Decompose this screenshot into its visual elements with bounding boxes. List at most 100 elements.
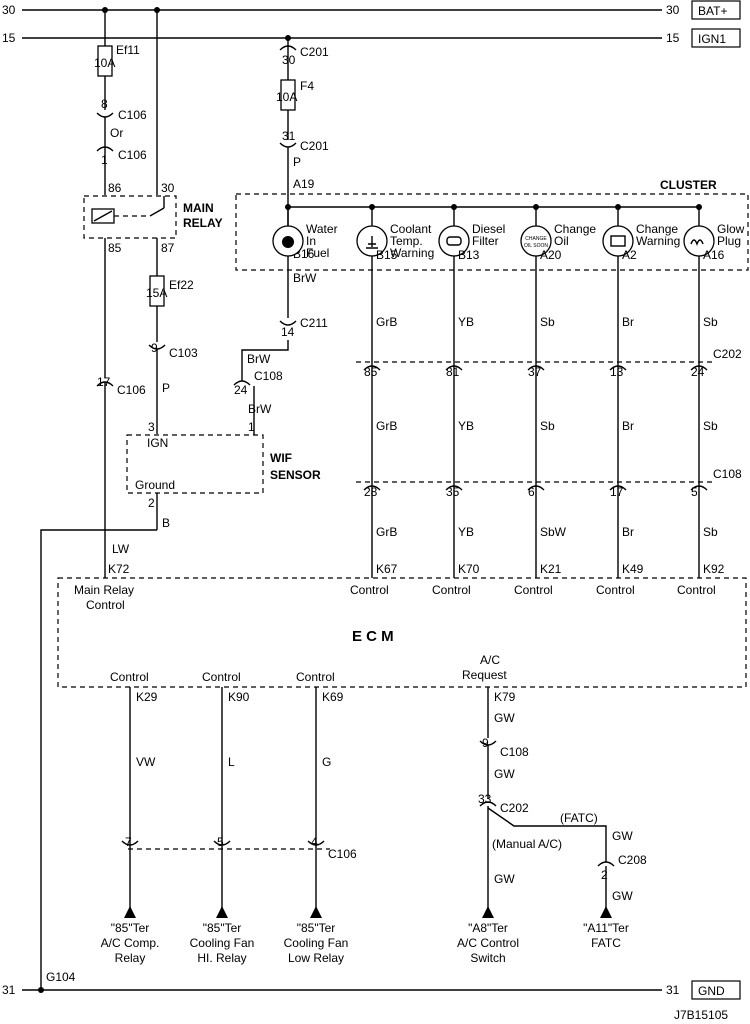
destination-label: "A8"Ter [468,921,508,935]
ign-label-box [691,28,741,48]
cluster-pin-label: A20 [540,248,562,262]
connector-c211 [279,320,297,326]
ecm-pin-label: K69 [322,690,344,704]
svg-text:2: 2 [148,496,155,510]
connector-c106-pin [121,840,139,846]
bat-rail: 30 30 BAT+ [2,0,741,20]
wire-color-label: GrB [376,525,397,539]
destination-label: Cooling Fan [190,936,255,950]
lamp-label: Change [554,222,596,236]
wire-color-label: SbW [540,525,567,539]
main-relay-box [83,195,177,239]
lamp-label: Water [306,222,338,236]
ign-rail-label: IGN1 [698,32,726,46]
wire-color-label: GrB [376,315,397,329]
svg-text:GW: GW [612,829,633,843]
ecm-control-label: Control [350,583,389,597]
lamp-label: Warning [636,234,680,248]
wire-color-label: Sb [703,419,718,433]
svg-text:87: 87 [161,241,175,255]
svg-text:Ef22: Ef22 [169,278,194,292]
svg-text:2: 2 [601,868,608,882]
wire-color-label: YB [458,315,474,329]
terminal-arrow-icon [124,906,136,918]
svg-text:C103: C103 [169,346,198,360]
cluster-pin-label: B15 [376,248,398,262]
water-drop-icon [282,236,294,248]
connector-c202-name: C202 [713,347,742,361]
connector-c106-pin [213,840,231,846]
connector-c202-pin [445,365,463,371]
connector-c202-b [479,801,497,807]
terminal-arrow-icon [310,906,322,918]
ign-rail-right-number: 15 [666,31,680,45]
fuse-ef11-rating: 10A [94,56,115,70]
terminal-arrow-icon [600,906,612,918]
lamp-label: Coolant [390,222,432,236]
lamp-label: Glow [717,222,745,236]
svg-text:C108: C108 [254,369,283,383]
ecm-pin-label: K49 [622,562,644,576]
destination-label: "A11"Ter [583,921,629,935]
gnd-rail-label: GND [698,984,725,998]
connector-c108-pin [690,485,708,491]
destination-label: "85"Ter [297,921,336,935]
terminal-arrow-icon [216,906,228,918]
wire-color-label: YB [458,525,474,539]
glow-plug-icon [690,239,704,246]
cluster-pin-label: B13 [458,248,480,262]
connector-c108-pin [445,485,463,491]
connector-pin-number: 5 [691,485,698,499]
ecm-control-label: Control [514,583,553,597]
svg-text:C208: C208 [618,853,647,867]
ecm: Main Relay Control E C M A/C Request Con… [57,577,747,910]
svg-text:30: 30 [161,181,175,195]
destination-label: A/C Control [457,936,519,950]
svg-text:GW: GW [612,889,633,903]
wire-color-label: Br [622,525,634,539]
ecm-control-label: Control [596,583,635,597]
cluster-title: CLUSTER [660,178,717,192]
change-oil-icon-text: CHANGE [525,236,547,242]
connector-pin-number: 35 [446,485,460,499]
svg-text:BrW: BrW [247,352,271,366]
svg-text:1: 1 [248,420,255,434]
ecm-control-label: Control [202,670,241,684]
lamp-label: Filter [472,234,499,248]
wire-color-label: Sb [703,315,718,329]
svg-text:85: 85 [108,241,122,255]
svg-text:Ground: Ground [135,478,175,492]
destination-label: Low Relay [288,951,344,965]
wire-color-label: L [228,755,235,769]
svg-text:Main Relay: Main Relay [74,583,134,597]
svg-text:C211: C211 [300,316,328,330]
wire-color-label: G [322,755,331,769]
destination-label: "85"Ter [203,921,242,935]
destination-label: A/C Comp. [101,936,160,950]
lamp-label: Plug [717,234,741,248]
bat-rail-right-number: 30 [666,3,680,17]
ac-request-circuit: K79 GW 9 C108 GW 33 C202 (FATC) (Manual … [478,687,647,910]
svg-text:A/C: A/C [480,653,500,667]
svg-text:9: 9 [482,736,489,750]
connector-pin-number: 37 [528,365,542,379]
wif-sensor-title: WIF [270,451,292,465]
wif-sensor: IGN Ground WIF SENSOR 2 B 1 BrW 24 C108 … [40,340,321,990]
coolant-temp-icon [366,236,378,249]
svg-text:24: 24 [234,383,248,397]
connector-c106-a [96,112,114,118]
svg-text:A19: A19 [293,177,315,191]
wire-color-label: Sb [540,419,555,433]
connector-c106-d-name: C106 [328,847,357,861]
connector-c202-pin [609,365,627,371]
gnd-rail-left-number: 31 [2,983,16,997]
